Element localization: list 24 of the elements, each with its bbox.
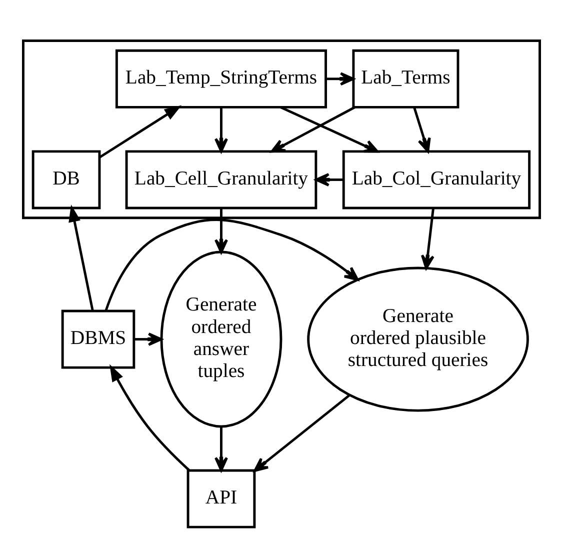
- arrow: [110, 364, 190, 472]
- node-box: DB: [32, 150, 101, 210]
- arrow: [280, 106, 378, 153]
- node-box: DBMS: [61, 310, 136, 369]
- arrow: [68, 204, 94, 311]
- cluster: [22, 40, 541, 220]
- arrow: [214, 108, 228, 152]
- node-box: API: [186, 469, 256, 528]
- node-ellipse: Generate ordered answer tuples: [160, 250, 282, 428]
- arrow: [254, 394, 350, 472]
- node-box: Lab_Cell_Granularity: [125, 150, 318, 210]
- node-box: Lab_Col_Granularity: [342, 150, 531, 210]
- arrow: [214, 208, 228, 254]
- arrow: [315, 172, 344, 186]
- arrow: [134, 332, 162, 346]
- arrow: [326, 72, 354, 86]
- arrow: [98, 105, 182, 158]
- arrow: [420, 208, 434, 270]
- arrow: [270, 106, 356, 153]
- node-box: Lab_Temp_StringTerms: [115, 49, 327, 108]
- node-box: Lab_Terms: [352, 49, 460, 108]
- arrow: [413, 107, 431, 152]
- arrow: [214, 426, 228, 472]
- arrow: [104, 218, 359, 311]
